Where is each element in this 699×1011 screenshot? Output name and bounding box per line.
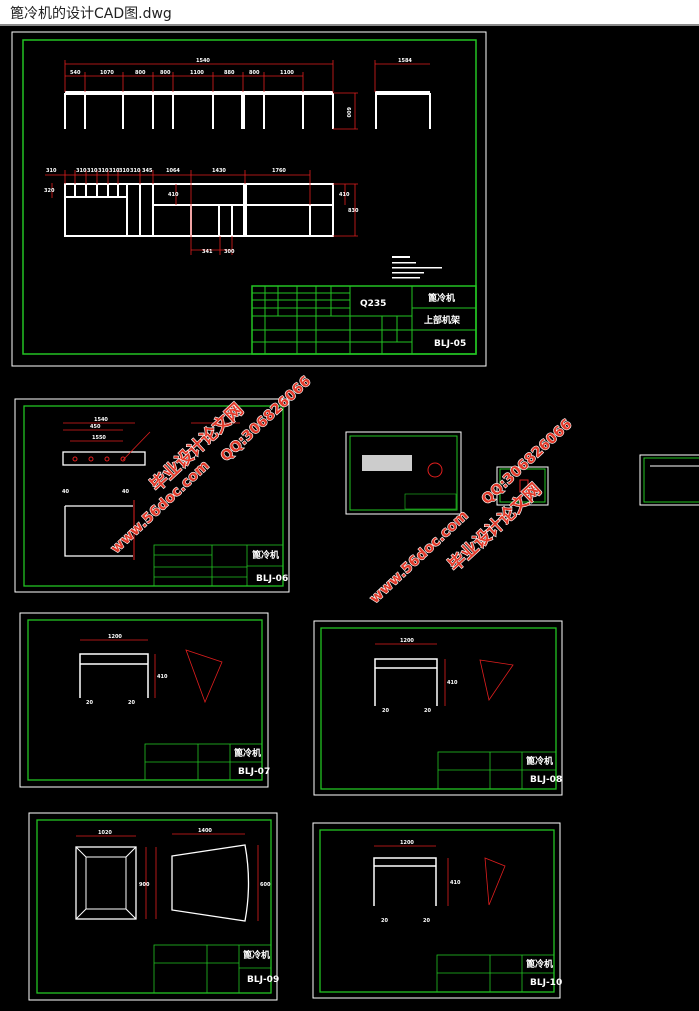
product-name: 篦冷机 xyxy=(428,292,455,304)
dim-label: 1020 xyxy=(98,830,112,836)
drawing-code: BLJ-10 xyxy=(530,978,562,988)
watermark-group-2: www.56doc.com QQ:306826066 毕业设计论文网 xyxy=(366,416,576,608)
dim-label: 1550 xyxy=(92,435,106,441)
dim-label: 450 xyxy=(90,424,101,430)
window-title: 篦冷机的设计CAD图.dwg xyxy=(10,6,172,22)
dim-label: 310 xyxy=(87,168,98,174)
product-name: 篦冷机 xyxy=(243,949,270,961)
sheet-3 xyxy=(345,431,462,515)
product-name: 篦冷机 xyxy=(234,747,261,759)
dim-label: 1584 xyxy=(398,58,412,64)
cad-drawing-canvas[interactable]: 1540 540 1070 800 800 1100 880 800 1100 … xyxy=(0,26,699,1007)
product-name: 篦冷机 xyxy=(526,958,553,970)
dim-label: 320 xyxy=(44,188,55,194)
dim-label: 1070 xyxy=(100,70,114,76)
dim-label: 880 xyxy=(224,70,235,76)
dim-label: 40 xyxy=(62,489,69,495)
dim-label: 1064 xyxy=(166,168,180,174)
sheet-5 xyxy=(639,454,699,506)
dim-label: 310 xyxy=(109,168,120,174)
dim-label: 310 xyxy=(46,168,57,174)
dim-label: 1540 xyxy=(94,417,108,423)
part-name: 上部机架 xyxy=(424,314,460,326)
dim-label: 341 xyxy=(202,249,213,255)
product-name: 篦冷机 xyxy=(252,549,279,561)
sheet-2: 1540 450 1550 40 40 篦冷机 BLJ-06 xyxy=(14,398,290,593)
dim-label: 800 xyxy=(160,70,171,76)
dim-label: 40 xyxy=(122,489,129,495)
dim-label: 20 xyxy=(381,918,388,924)
dim-label: 900 xyxy=(139,882,150,888)
dim-label: 410 xyxy=(450,880,461,886)
dim-label: 20 xyxy=(128,700,135,706)
dim-label: 20 xyxy=(423,918,430,924)
title-block xyxy=(251,285,477,355)
dim-label: 1200 xyxy=(400,638,414,644)
dim-label: 830 xyxy=(348,208,359,214)
technical-notes xyxy=(392,256,442,279)
dim-label: 410 xyxy=(157,674,168,680)
sheet-9: 1200 410 20 20 篦冷机 BLJ-10 xyxy=(312,822,562,999)
sheet-7: 1200 410 20 20 篦冷机 BLJ-08 xyxy=(313,620,563,796)
dim-label: 600 xyxy=(260,882,271,888)
dim-label: 800 xyxy=(135,70,146,76)
dim-label: 410 xyxy=(339,192,350,198)
dim-label: 310 xyxy=(98,168,109,174)
dim-label: 1430 xyxy=(212,168,226,174)
dim-label: 310 xyxy=(119,168,130,174)
dim-label: 20 xyxy=(86,700,93,706)
drawing-code: BLJ-08 xyxy=(530,775,562,785)
frame-elevation-top xyxy=(64,91,431,129)
dim-label: 410 xyxy=(168,192,179,198)
frame-plan-view xyxy=(64,183,334,237)
dim-label: 800 xyxy=(249,70,260,76)
dim-label: 300 xyxy=(224,249,235,255)
window-title-bar: 篦冷机的设计CAD图.dwg xyxy=(0,0,699,26)
dim-label: 20 xyxy=(382,708,389,714)
dim-overall: 1540 xyxy=(196,58,210,64)
dim-label: 1100 xyxy=(280,70,294,76)
drawing-code: BLJ-06 xyxy=(256,574,288,584)
dim-label: 310 xyxy=(76,168,87,174)
sheet-8: 1020 1400 900 600 篦冷机 BLJ-09 xyxy=(28,812,279,1001)
drawing-code: BLJ-09 xyxy=(247,975,279,985)
dim-label: 20 xyxy=(424,708,431,714)
dim-label: 1100 xyxy=(190,70,204,76)
dim-label: 310 xyxy=(130,168,141,174)
dim-label: 1200 xyxy=(108,634,122,640)
dim-label: 1200 xyxy=(400,840,414,846)
dimension-lines-plan xyxy=(45,170,358,255)
sheet-upper-frame: 1540 540 1070 800 800 1100 880 800 1100 … xyxy=(11,31,487,367)
dim-label: 410 xyxy=(447,680,458,686)
drawing-code: BLJ-05 xyxy=(434,339,466,349)
dim-label: 540 xyxy=(70,70,81,76)
drawing-code: BLJ-07 xyxy=(238,767,270,777)
product-name: 篦冷机 xyxy=(526,755,553,767)
sheet-6: 1200 410 20 20 篦冷机 BLJ-07 xyxy=(19,612,270,788)
sheet-4 xyxy=(496,466,549,506)
material-label: Q235 xyxy=(360,299,386,309)
dimension-lines-top xyxy=(64,60,430,130)
dim-label: 600 xyxy=(345,107,351,118)
dim-label: 1400 xyxy=(198,828,212,834)
dim-label: 1760 xyxy=(272,168,286,174)
dim-label: 345 xyxy=(142,168,153,174)
